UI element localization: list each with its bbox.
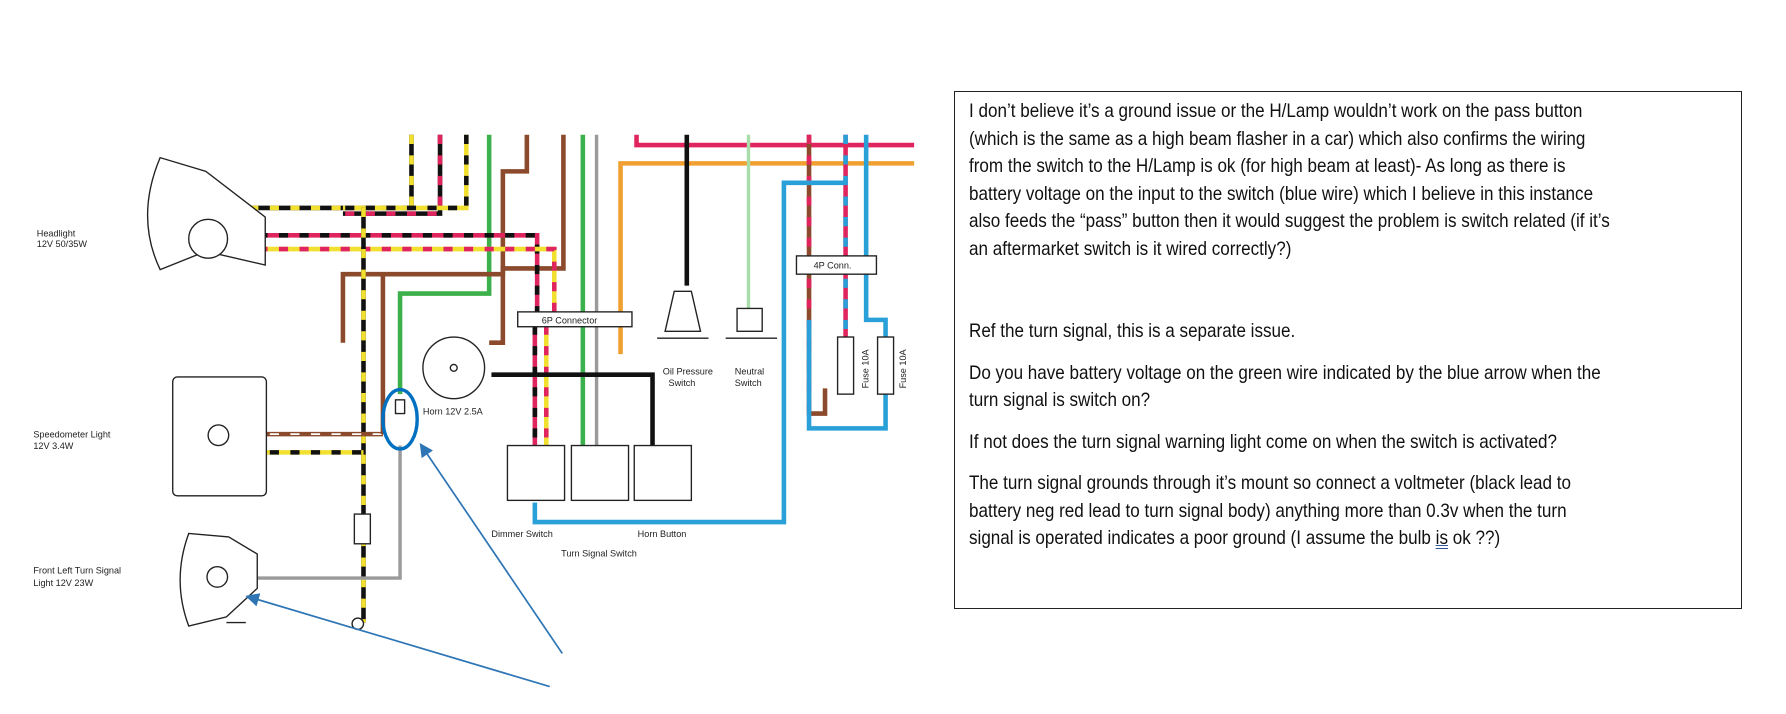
wire-black-yellow	[235, 134, 414, 224]
annotations	[245, 387, 563, 688]
label-4p-connector: 4P Conn.	[814, 260, 852, 270]
paragraph-green-wire: Do you have battery voltage on the green…	[969, 361, 1601, 412]
paragraph-warning-light: If not does the turn signal warning ligh…	[969, 430, 1558, 453]
label-headlight: Headlight	[37, 228, 76, 238]
label-turn-signal: Front Left Turn Signal	[33, 565, 121, 575]
neutral-switch	[736, 307, 763, 332]
headlight-housing	[147, 156, 266, 271]
connector	[353, 513, 372, 545]
arrow-to-green-wire	[419, 442, 563, 654]
paragraph-ground-issue: I don’t believe it’s a ground issue or t…	[969, 100, 1610, 260]
label-horn: Horn 12V 2.5A	[423, 407, 484, 417]
4p-connector	[795, 255, 878, 275]
highlight-ellipse	[381, 387, 419, 451]
headlight-bulb	[188, 218, 229, 259]
fuse-2	[876, 336, 895, 395]
label-fuse-2: Fuse 10A	[898, 348, 908, 388]
turn-signal-bulb	[206, 565, 229, 588]
note-textbox: I don’t believe it’s a ground issue or t…	[954, 91, 1742, 609]
oil-pressure-switch	[664, 290, 702, 332]
label-turn-signal-spec: Light 12V 23W	[33, 578, 93, 588]
spellcheck-underlined-word: is	[1435, 527, 1448, 549]
arrow-to-turn-signal	[245, 593, 550, 688]
6p-connector	[517, 311, 633, 328]
components	[147, 156, 895, 631]
label-speedometer: Speedometer Light	[33, 430, 111, 440]
speedometer-bulb	[207, 424, 230, 447]
paragraph-turn-signal: Ref the turn signal, this is a separate …	[969, 320, 1296, 342]
svg-text:Switch: Switch	[669, 378, 696, 388]
label-speedometer-spec: 12V 3.4W	[33, 441, 73, 451]
label-neutral: Neutral	[735, 367, 764, 377]
label-6p-connector: 6P Connector	[542, 315, 598, 325]
wire-green	[397, 134, 492, 395]
fuse-1	[836, 336, 855, 395]
label-oil-pressure: Oil Pressure	[663, 367, 713, 377]
paragraph-ground-test: The turn signal grounds through it’s mou…	[969, 472, 1571, 549]
wire-red	[634, 134, 915, 148]
label-fuse-1: Fuse 10A	[860, 348, 870, 388]
wire-orange	[618, 161, 915, 355]
diagram-labels: Headlight 12V 50/35W Speedometer Light 1…	[33, 228, 908, 588]
dimmer-switch	[506, 444, 566, 502]
horn-button	[633, 444, 693, 502]
label-horn-button: Horn Button	[638, 529, 687, 539]
svg-text:Switch: Switch	[735, 378, 762, 388]
turn-signal-switch	[570, 444, 630, 502]
label-turn-signal-switch: Turn Signal Switch	[561, 548, 637, 558]
wire-brown	[340, 134, 530, 343]
label-headlight-spec: 12V 50/35W	[37, 239, 88, 249]
label-dimmer-switch: Dimmer Switch	[491, 529, 552, 539]
